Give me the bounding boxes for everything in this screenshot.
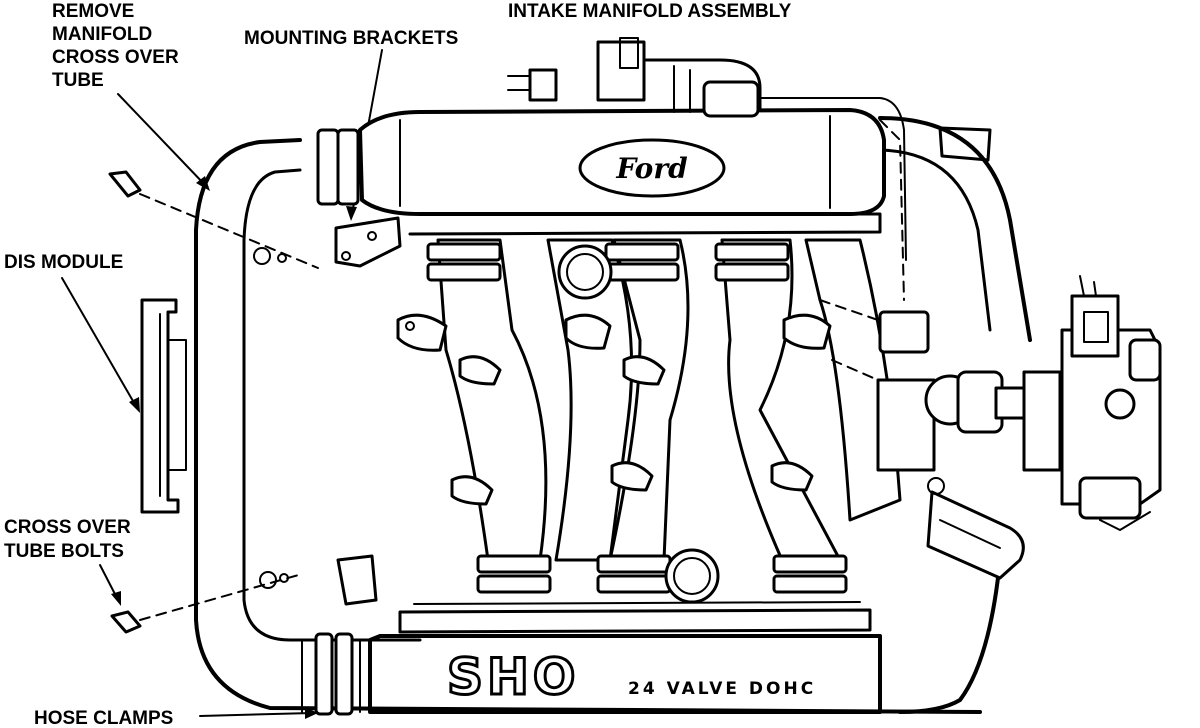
mounting-brackets xyxy=(316,128,402,606)
hose-clamps xyxy=(301,632,361,716)
runner-clamps xyxy=(426,242,848,594)
label-cross-over-line-1: CROSS OVER xyxy=(4,517,131,538)
plenum-top-components xyxy=(507,37,992,301)
label-cross-over-line-2: TUBE BOLTS xyxy=(4,541,124,562)
diagram-title: INTAKE MANIFOLD ASSEMBLY xyxy=(508,1,792,22)
label-remove-line-4: TUBE xyxy=(52,70,104,91)
sho-badge: SHO xyxy=(447,648,579,706)
throttle-body xyxy=(819,275,1162,580)
leader-hose-clamps xyxy=(199,712,313,717)
plenum-end-cap xyxy=(938,126,992,162)
ford-oval xyxy=(578,138,726,198)
dis-module xyxy=(140,298,187,514)
leader-dis-module xyxy=(61,277,138,409)
arrowhead-brackets xyxy=(346,206,357,221)
label-remove-line-1: REMOVE xyxy=(52,1,134,22)
valve-badge: 24 VALVE DOHC xyxy=(628,679,816,699)
dome-caps xyxy=(557,244,720,604)
label-remove-line-2: MANIFOLD xyxy=(52,24,152,45)
fitting xyxy=(528,68,558,102)
arrowhead-dis xyxy=(129,397,140,413)
label-hose-clamps: HOSE CLAMPS xyxy=(34,708,173,728)
lower-plenum: SHO 24 VALVE DOHC xyxy=(368,634,882,714)
leader-remove-tube xyxy=(117,93,207,187)
arrowhead-bolts xyxy=(111,591,121,606)
label-mounting-brackets: MOUNTING BRACKETS xyxy=(244,28,458,49)
label-dis-module: DIS MODULE xyxy=(4,252,123,273)
solenoid xyxy=(702,80,760,118)
cross-over-tube-bolts xyxy=(108,170,319,634)
mounting-ears xyxy=(253,247,832,589)
arrowhead-remove xyxy=(196,176,210,191)
upper-plenum: Ford xyxy=(358,108,886,216)
air-inlet-hose xyxy=(926,490,1025,580)
tps-sensor xyxy=(1070,294,1120,358)
ford-logo: Ford xyxy=(615,152,687,185)
label-remove-line-3: CROSS OVER xyxy=(52,47,179,68)
